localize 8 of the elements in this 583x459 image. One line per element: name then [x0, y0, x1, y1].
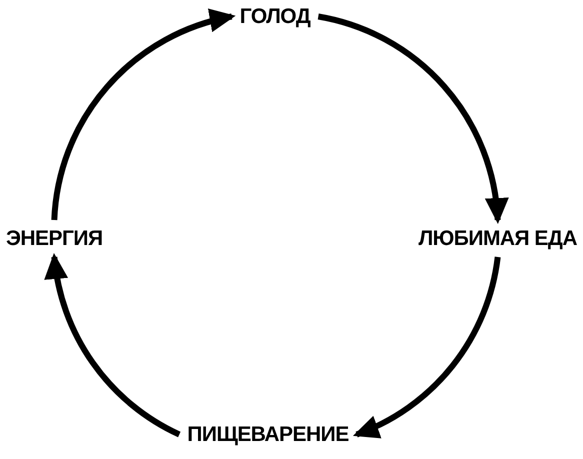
curved-arrow [318, 14, 508, 224]
node-label: ПИЩЕВАРЕНИЕ [187, 424, 349, 445]
node-label: ГОЛОД [240, 6, 310, 27]
curved-arrow [46, 253, 181, 438]
curved-arrow [51, 10, 236, 220]
node-label: ЛЮБИМАЯ ЕДА [418, 228, 577, 249]
node-label: ЭНЕРГИЯ [6, 228, 103, 249]
curved-arrow [353, 256, 501, 438]
